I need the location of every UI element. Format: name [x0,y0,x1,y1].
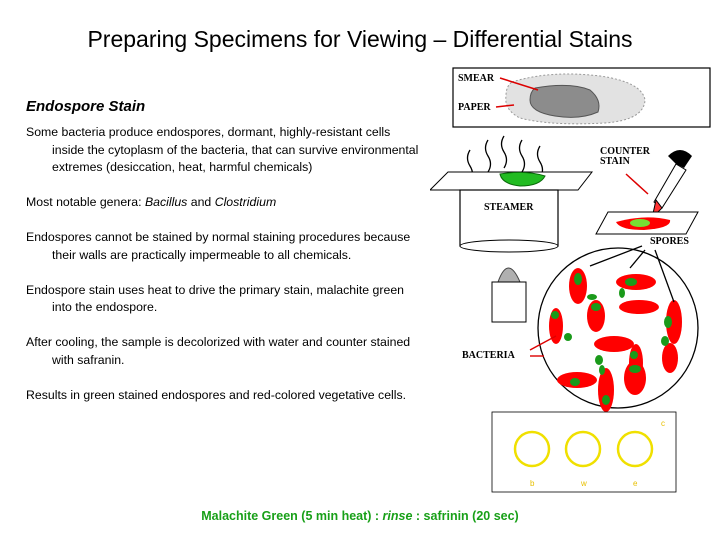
legend-circle-3 [616,430,654,468]
paper-label: PAPER [458,102,491,113]
endospore [595,355,603,365]
bacterium-cell [666,300,682,344]
legend-letter-b: b [530,479,535,488]
paragraph-safranin: After cooling, the sample is decolorized… [26,335,411,367]
spores-arrow-3 [654,249,675,303]
endospore [619,288,625,298]
slide-smear-illustration: SMEAR PAPER [452,67,711,128]
green-smear [499,171,546,187]
endospore [570,378,580,386]
paper-arrow [495,104,515,108]
footer-rinse: rinse [382,509,413,523]
genus-clostridium: Clostridium [214,195,277,209]
endospore [564,333,572,341]
spores-arrow-1 [589,245,643,267]
smear-label: SMEAR [458,73,495,84]
dropper-bulb [668,150,692,168]
section-heading: Endospore Stain [26,98,146,115]
bacterium-cell [594,336,634,352]
dropper: COUNTER STAIN [600,146,692,220]
counter-stain-label-2: STAIN [600,156,631,167]
legend-border [491,411,677,493]
legend-corner-letter: c [661,419,665,428]
bacterium-cell [629,344,643,382]
paragraph-heat: Endospore stain uses heat to drive the p… [26,282,404,315]
footer-counterstain: : safrinin (20 sec) [412,509,519,523]
bacterium-cell [662,343,678,373]
endospore [602,395,610,405]
legend-letter-w: w [580,479,587,488]
endospore [630,351,638,359]
microscopic-field: SPORES BACTERIA [462,236,699,412]
footer-primary: Malachite Green (5 min heat) : [201,509,383,523]
burner-tube [491,281,527,323]
paragraph-results: Results in green stained endospores and … [26,387,407,402]
spores-arrow-2 [629,249,646,269]
bacterium-cell [619,300,659,314]
endospore [625,278,637,286]
spores-label: SPORES [650,236,689,247]
legend-letter-e: e [633,479,638,488]
endospore [591,303,601,311]
legend-circle-1 [513,430,551,468]
endospore [599,365,605,375]
counter-stain-arrow [625,173,649,195]
counter-stain-label-1: COUNTER [600,146,651,157]
bacterium-cell [569,268,587,304]
steamer: STEAMER [459,189,559,253]
footer-procedure: Malachite Green (5 min heat) : rinse : s… [0,509,720,523]
endospore [587,294,597,300]
smear-arrow [499,77,539,91]
body-text: Some bacteria produce endospores, dorman… [26,124,421,422]
endospore [664,316,672,328]
steamer-label: STEAMER [484,202,534,213]
flame-icon [497,267,521,283]
genera-and: and [187,195,215,209]
endospore-stain-diagram: SMEAR PAPER STEAMER COUNTER STAIN [430,67,711,493]
paragraph-endospores: Some bacteria produce endospores, dorman… [26,125,419,174]
paragraph-impermeable: Endospores cannot be stained by normal s… [26,230,411,262]
smear-patch [529,84,600,118]
bacterium-cell [598,368,614,412]
endospore [629,365,641,373]
dropper-barrel [653,163,687,209]
slide-title: Preparing Specimens for Viewing – Differ… [87,26,633,52]
legend-circle-2 [564,430,602,468]
green-spot [630,219,650,227]
genera-prefix: Most notable genera: [26,195,145,209]
burner [491,267,527,323]
genus-bacillus: Bacillus [144,195,188,209]
endospore [574,273,582,285]
bacteria-label: BACTERIA [462,350,516,361]
endospore [661,336,669,346]
bacteria-arrow-1 [529,335,557,351]
legend-box: b w e c [491,411,677,493]
paragraph-genera: Most notable genera: Bacillus and Clostr… [26,194,421,212]
spores-group [551,273,672,405]
endospore [551,311,559,319]
